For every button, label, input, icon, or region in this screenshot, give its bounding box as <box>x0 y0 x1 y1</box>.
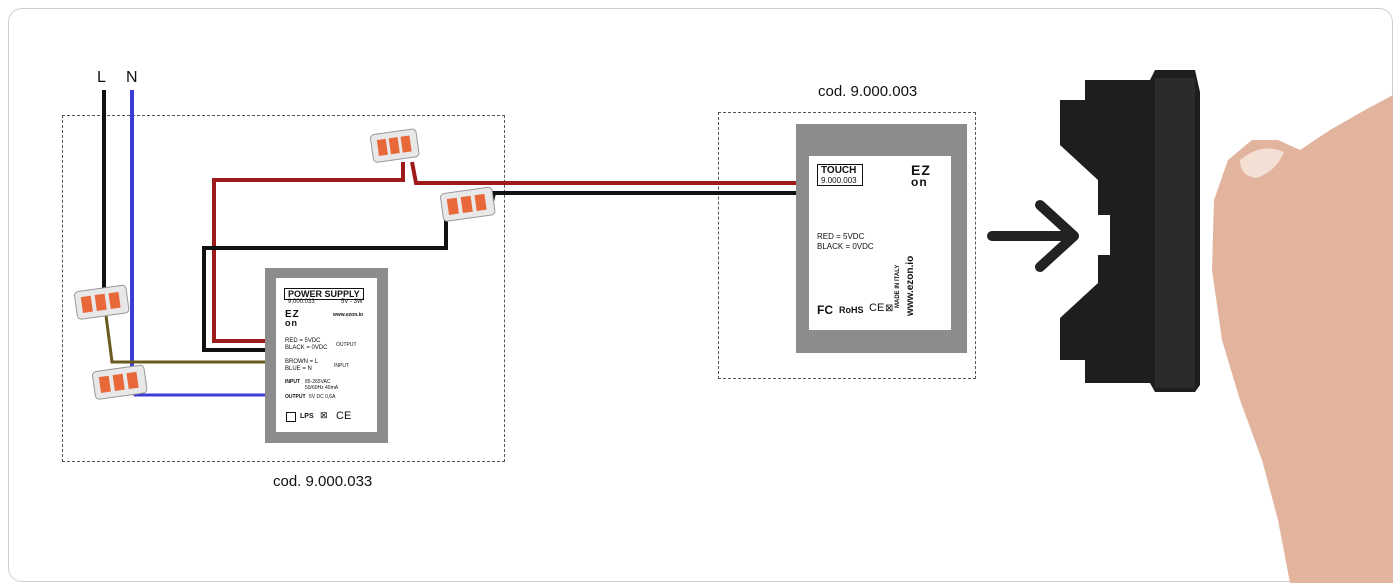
spec-input-val: 85-265VAC <box>305 379 331 385</box>
input-label: INPUT <box>334 363 349 369</box>
spec-frequency: 50/60Hz 40mA <box>305 385 339 391</box>
blue-input-wire <box>130 384 265 397</box>
wago-connector-top <box>370 128 420 163</box>
spec-output-key: OUTPUT <box>285 394 306 400</box>
fc-mark: FC <box>817 303 833 317</box>
wago-connector-left-bottom <box>92 364 148 400</box>
lps-mark: LPS <box>300 413 314 420</box>
touch-logo-bottom: on <box>911 175 928 189</box>
touch-module-code-label: cod. 9.000.003 <box>818 83 918 100</box>
neutral-label: N <box>126 69 138 86</box>
touch-title: TOUCH <box>821 165 857 176</box>
weee-bin-icon: ⊠ <box>320 410 328 420</box>
arrow-icon <box>987 200 1079 272</box>
touch-weee-bin-icon: ⊠ <box>885 303 894 314</box>
finger-image <box>1212 95 1393 583</box>
spec-input-key: INPUT <box>285 379 300 385</box>
input-blue: BLUE = N <box>285 366 312 372</box>
touch-black: BLACK = 0VDC <box>817 242 874 251</box>
power-supply-group-box <box>62 115 505 462</box>
spec-output-val: 5V DC 0,6A <box>309 394 336 400</box>
power-supply-logo-bottom: on <box>285 318 298 328</box>
touch-model: 9.000.003 <box>821 176 857 185</box>
made-in-italy: MADE IN ITALY <box>895 264 901 308</box>
wago-connector-left-top <box>74 284 130 320</box>
red-output-wire <box>212 162 405 343</box>
power-supply-website: www.ezon.io <box>333 312 364 318</box>
touch-plate-device <box>1060 70 1200 392</box>
input-brown: BROWN = L <box>285 359 319 365</box>
power-supply-model: 9.000.033 <box>288 299 315 305</box>
output-red: RED = 5VDC <box>285 338 321 344</box>
power-supply-rating: 5V - 3W <box>341 299 363 305</box>
touch-module: TOUCH 9.000.003 EZ on RED = 5VDC BLACK =… <box>796 124 967 353</box>
touch-logo-top: EZ <box>911 162 931 178</box>
touch-title-box: TOUCH 9.000.003 <box>817 164 863 186</box>
power-supply-label-card: POWER SUPPLY 9.000.033 5V - 3W EZ on www… <box>276 278 377 432</box>
touch-ce-mark: CE <box>869 302 885 314</box>
red-wire-to-touch <box>410 161 798 185</box>
ce-mark: CE <box>336 410 352 422</box>
touch-module-label-card: TOUCH 9.000.003 EZ on RED = 5VDC BLACK =… <box>809 156 951 330</box>
wago-connector-middle <box>440 186 496 222</box>
double-insulation-icon <box>286 412 296 422</box>
output-label: OUTPUT <box>336 342 357 348</box>
black-output-wire <box>202 220 448 352</box>
power-supply-logo-top: EZ <box>285 309 300 320</box>
touch-website: www.ezon.io <box>905 255 916 316</box>
touch-red: RED = 5VDC <box>817 232 865 241</box>
output-black: BLACK = 0VDC <box>285 345 328 351</box>
power-supply-code-label: cod. 9.000.033 <box>273 473 373 490</box>
brown-input-wire <box>102 299 265 364</box>
power-supply-module: POWER SUPPLY 9.000.033 5V - 3W EZ on www… <box>265 268 388 443</box>
rohs-mark: RoHS <box>839 305 864 315</box>
power-supply-title: POWER SUPPLY <box>284 288 364 300</box>
line-label: L <box>97 69 106 86</box>
touch-module-group-box <box>718 112 976 379</box>
black-wire-to-touch <box>488 191 798 211</box>
